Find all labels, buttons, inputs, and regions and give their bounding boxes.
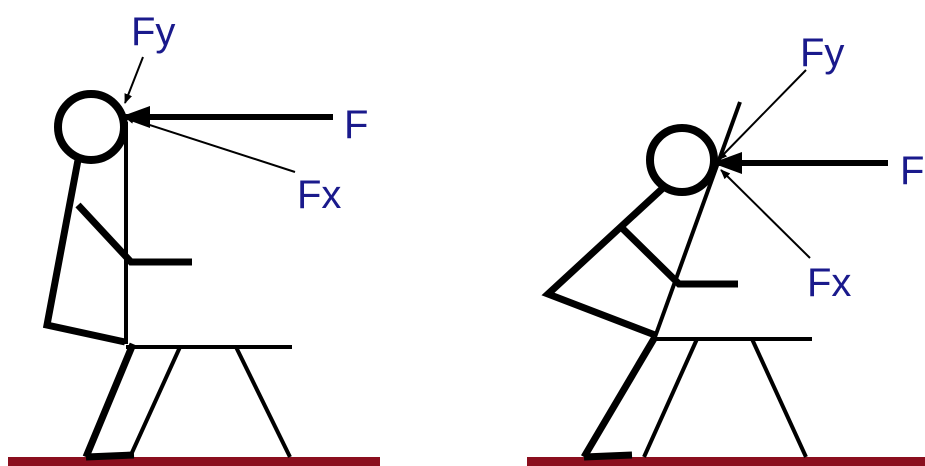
right-fy-label: Fy — [800, 31, 844, 75]
left-foot — [85, 451, 135, 461]
left-figure: Fy F Fx — [8, 10, 380, 466]
right-fx-label: Fx — [807, 261, 851, 305]
right-arm — [619, 225, 738, 288]
right-head — [646, 124, 718, 196]
left-fy-label: Fy — [131, 10, 175, 54]
left-f-label: F — [344, 103, 368, 147]
left-leg-rear — [128, 346, 182, 458]
right-force-fx-arrow — [720, 169, 811, 259]
left-force-fy-arrow — [124, 56, 144, 104]
left-ground — [8, 457, 380, 466]
right-figure: Fy F Fx — [527, 31, 925, 466]
right-torso-back — [541, 185, 666, 339]
left-force-fx-arrow — [124, 115, 296, 173]
left-torso-back — [42, 159, 126, 346]
right-ground — [527, 457, 925, 466]
right-leg-front — [580, 335, 659, 459]
left-fx-label: Fx — [297, 173, 341, 217]
right-spine — [653, 101, 742, 338]
left-arm — [75, 202, 192, 266]
left-head — [54, 90, 128, 164]
right-stool-leg — [750, 338, 808, 458]
left-leg-front — [82, 342, 137, 459]
right-force-fy-arrow — [717, 69, 807, 161]
right-leg-rear — [642, 338, 699, 458]
left-stool-leg — [234, 346, 292, 458]
right-f-label: F — [900, 149, 924, 193]
right-foot — [583, 451, 633, 461]
